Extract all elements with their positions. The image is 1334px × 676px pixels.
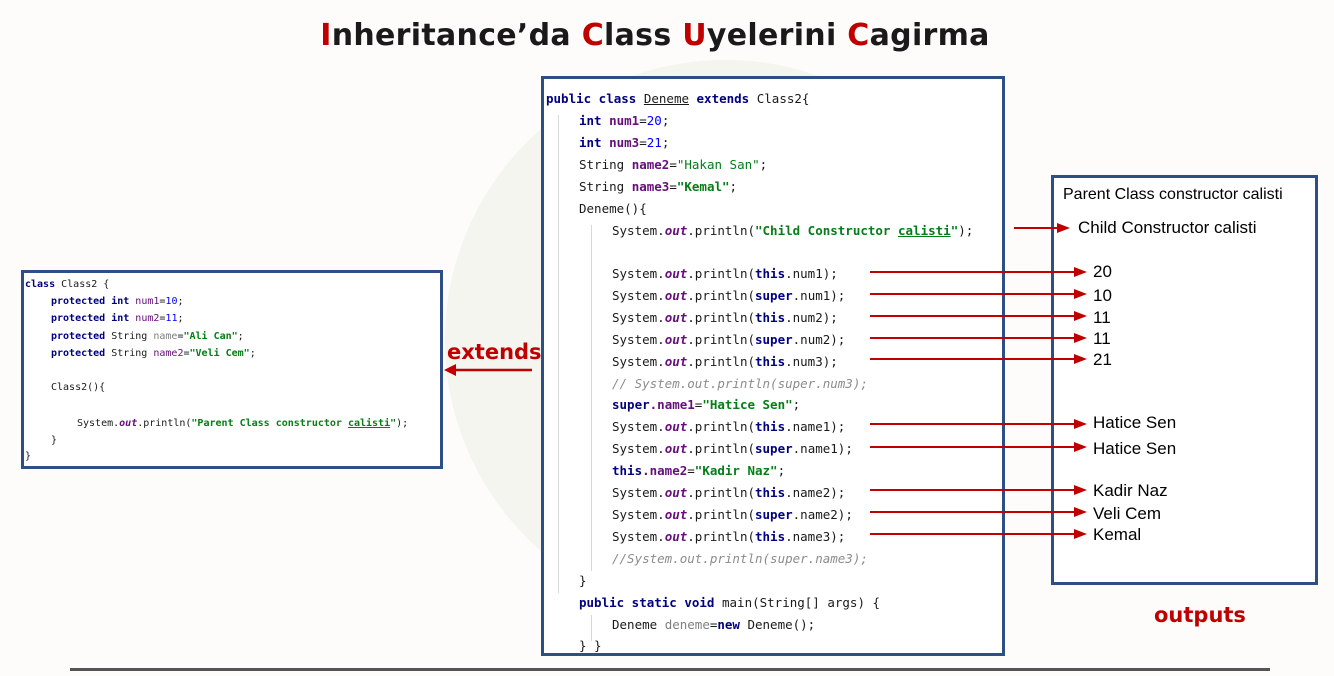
parent-code-line-7: System.out.println("Parent Class constru… [77,418,409,429]
parent-code-line-8: } [51,435,58,446]
output-this-name3: Kemal [1093,525,1142,544]
child-code-line-24: public static void main(String[] args) { [579,595,881,610]
output-arrow [870,311,1087,321]
output-arrow [870,419,1087,429]
child-code-line-6: Deneme(){ [579,201,647,216]
child-code-line-26: } } [579,638,602,653]
child-code-line-3: int num3=21; [579,135,670,150]
child-code-line-19: System.out.println(this.name2); [612,485,846,500]
output-parent-constructor: Parent Class constructor calisti [1063,186,1283,203]
outputs-box [1051,175,1318,585]
output-super-num1: 10 [1093,286,1112,305]
indent-guide [591,615,592,641]
output-arrow [1014,223,1070,233]
output-super-name1: Hatice Sen [1093,439,1177,458]
child-code-line-1: public class Deneme extends Class2{ [546,91,810,106]
output-arrow [870,267,1087,277]
parent-code-line-4: protected String name="Ali Can"; [51,331,244,342]
output-arrow [870,289,1087,299]
parent-code-line-1: class Class2 { [25,279,110,290]
output-this-num1: 20 [1093,262,1112,281]
output-this-num3: 21 [1093,350,1112,369]
output-super-name2: Veli Cem [1093,504,1162,523]
outputs-label: outputs [1154,603,1246,627]
child-code-line-12: System.out.println(super.num2); [612,332,846,347]
output-arrow [870,354,1087,364]
bottom-divider [70,668,1270,671]
parent-code-line-9: } [25,451,32,462]
output-arrow [870,529,1087,539]
parent-code-line-2: protected int num1=10; [51,296,184,307]
child-code-line-5: String name3="Kemal"; [579,179,738,194]
parent-code-line-5: protected String name2="Veli Cem"; [51,348,256,359]
child-code-line-25: Deneme deneme=new Deneme(); [612,617,816,632]
extends-label: extends [447,340,542,364]
child-code-line-16: System.out.println(this.name1); [612,419,846,434]
page-title: Inheritance’da Class Uyelerini Cagirma [320,18,990,53]
child-code-line-18: this.name2="Kadir Naz"; [612,463,786,478]
output-arrow [870,333,1087,343]
output-arrow [870,442,1087,452]
extends-arrow [444,364,532,376]
output-this-num2: 11 [1093,308,1111,327]
child-code-line-11: System.out.println(this.num2); [612,310,838,325]
child-code-line-9: System.out.println(this.num1); [612,266,838,281]
child-code-line-20: System.out.println(super.name2); [612,507,853,522]
child-code-line-22: //System.out.println(super.name3); [612,551,868,566]
child-code-line-17: System.out.println(super.name1); [612,441,853,456]
parent-code-line-6: Class2(){ [51,382,106,393]
indent-guide [591,225,592,571]
child-code-line-2: int num1=20; [579,113,670,128]
child-code-line-23: } [579,573,587,588]
child-class-code-box: public class Deneme extends Class2{ int … [541,76,1005,656]
child-code-line-4: String name2="Hakan San"; [579,157,768,172]
output-super-num2: 11 [1093,329,1111,348]
child-code-line-21: System.out.println(this.name3); [612,529,846,544]
child-code-line-14: // System.out.println(super.num3); [612,376,868,391]
child-code-line-10: System.out.println(super.num1); [612,288,846,303]
output-arrow [870,507,1087,517]
output-child-constructor: Child Constructor calisti [1078,218,1257,237]
child-code-line-7: System.out.println("Child Constructor ca… [612,223,974,238]
output-this-name2: Kadir Naz [1093,481,1168,500]
child-code-line-13: System.out.println(this.num3); [612,354,838,369]
child-code-line-15: super.name1="Hatice Sen"; [612,397,801,412]
output-this-name1: Hatice Sen [1093,413,1177,432]
parent-code-line-3: protected int num2=11; [51,313,184,324]
indent-guide [558,115,559,593]
output-arrow [870,485,1087,495]
parent-class-code-box: class Class2 { protected int num1=10; pr… [21,270,443,469]
